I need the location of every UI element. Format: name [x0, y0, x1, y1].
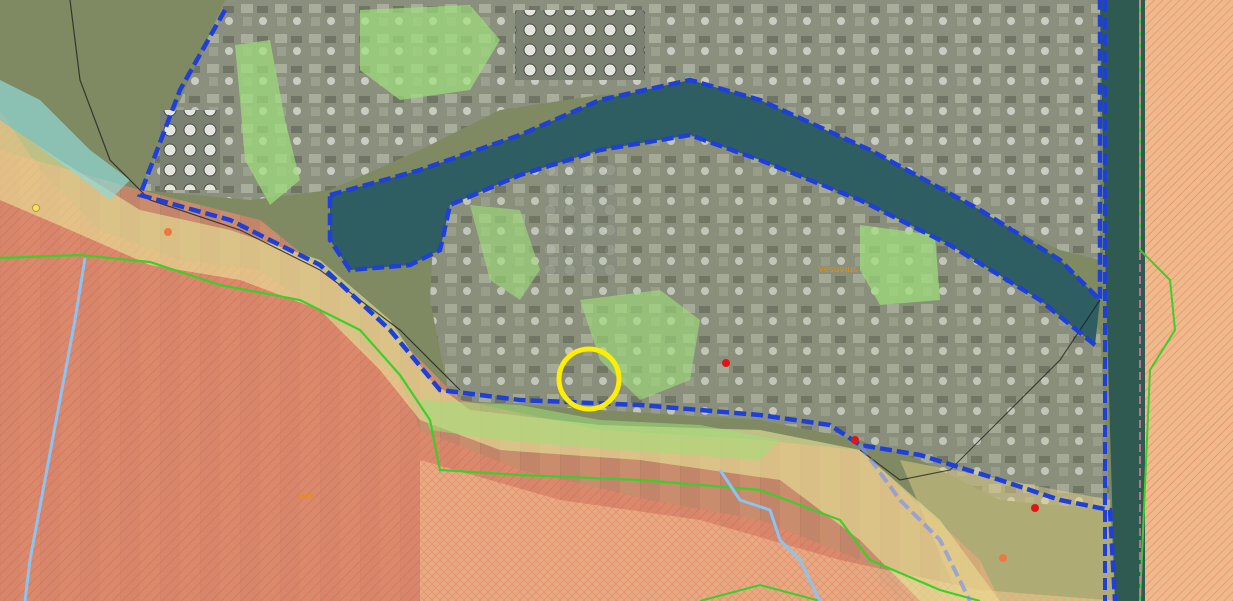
- pipeline-west: [69, 0, 461, 391]
- red-marker[interactable]: [851, 436, 859, 444]
- hazard-zone-red: [0, 110, 900, 601]
- yellow-marker[interactable]: [32, 204, 40, 212]
- river-boundary-blue-faint: [858, 443, 972, 601]
- tank-farm-west: [160, 110, 220, 190]
- vegetation-corridor-south: [420, 400, 780, 460]
- vegetation-centre-south: [580, 290, 700, 400]
- canal-inner-boundary-blue: [327, 132, 1097, 347]
- stream-south: [718, 469, 822, 601]
- river: [1100, 0, 1145, 601]
- industrial-zone-central: [430, 130, 1110, 510]
- zone-boundary-green-bottom: [699, 583, 821, 601]
- canal-water: [330, 80, 1100, 345]
- red-marker[interactable]: [1031, 504, 1039, 512]
- pipeline-east: [859, 299, 1101, 481]
- orange-marker[interactable]: [999, 554, 1007, 562]
- hatched-zone-east: [1145, 0, 1233, 601]
- field-label: MES: [298, 493, 315, 502]
- highlight-circle[interactable]: [556, 346, 622, 412]
- stream-west: [23, 257, 87, 601]
- cyan-band: [0, 80, 130, 200]
- vegetation-west: [235, 40, 300, 205]
- orange-marker[interactable]: [164, 228, 172, 236]
- industrial-label: Vesuvius: [818, 265, 858, 275]
- hazard-zone-orange: [420, 460, 1120, 601]
- red-marker[interactable]: [722, 359, 730, 367]
- zone-boundary-green: [0, 253, 981, 601]
- vegetation-central: [470, 205, 540, 300]
- vegetation-east: [860, 225, 940, 305]
- site-boundary-blue: [137, 8, 1118, 601]
- tank-farm-north: [515, 10, 645, 80]
- canal-boundary-blue: [329, 0, 1103, 306]
- vegetation-north: [360, 5, 500, 100]
- buffer-corridor: [0, 120, 1000, 601]
